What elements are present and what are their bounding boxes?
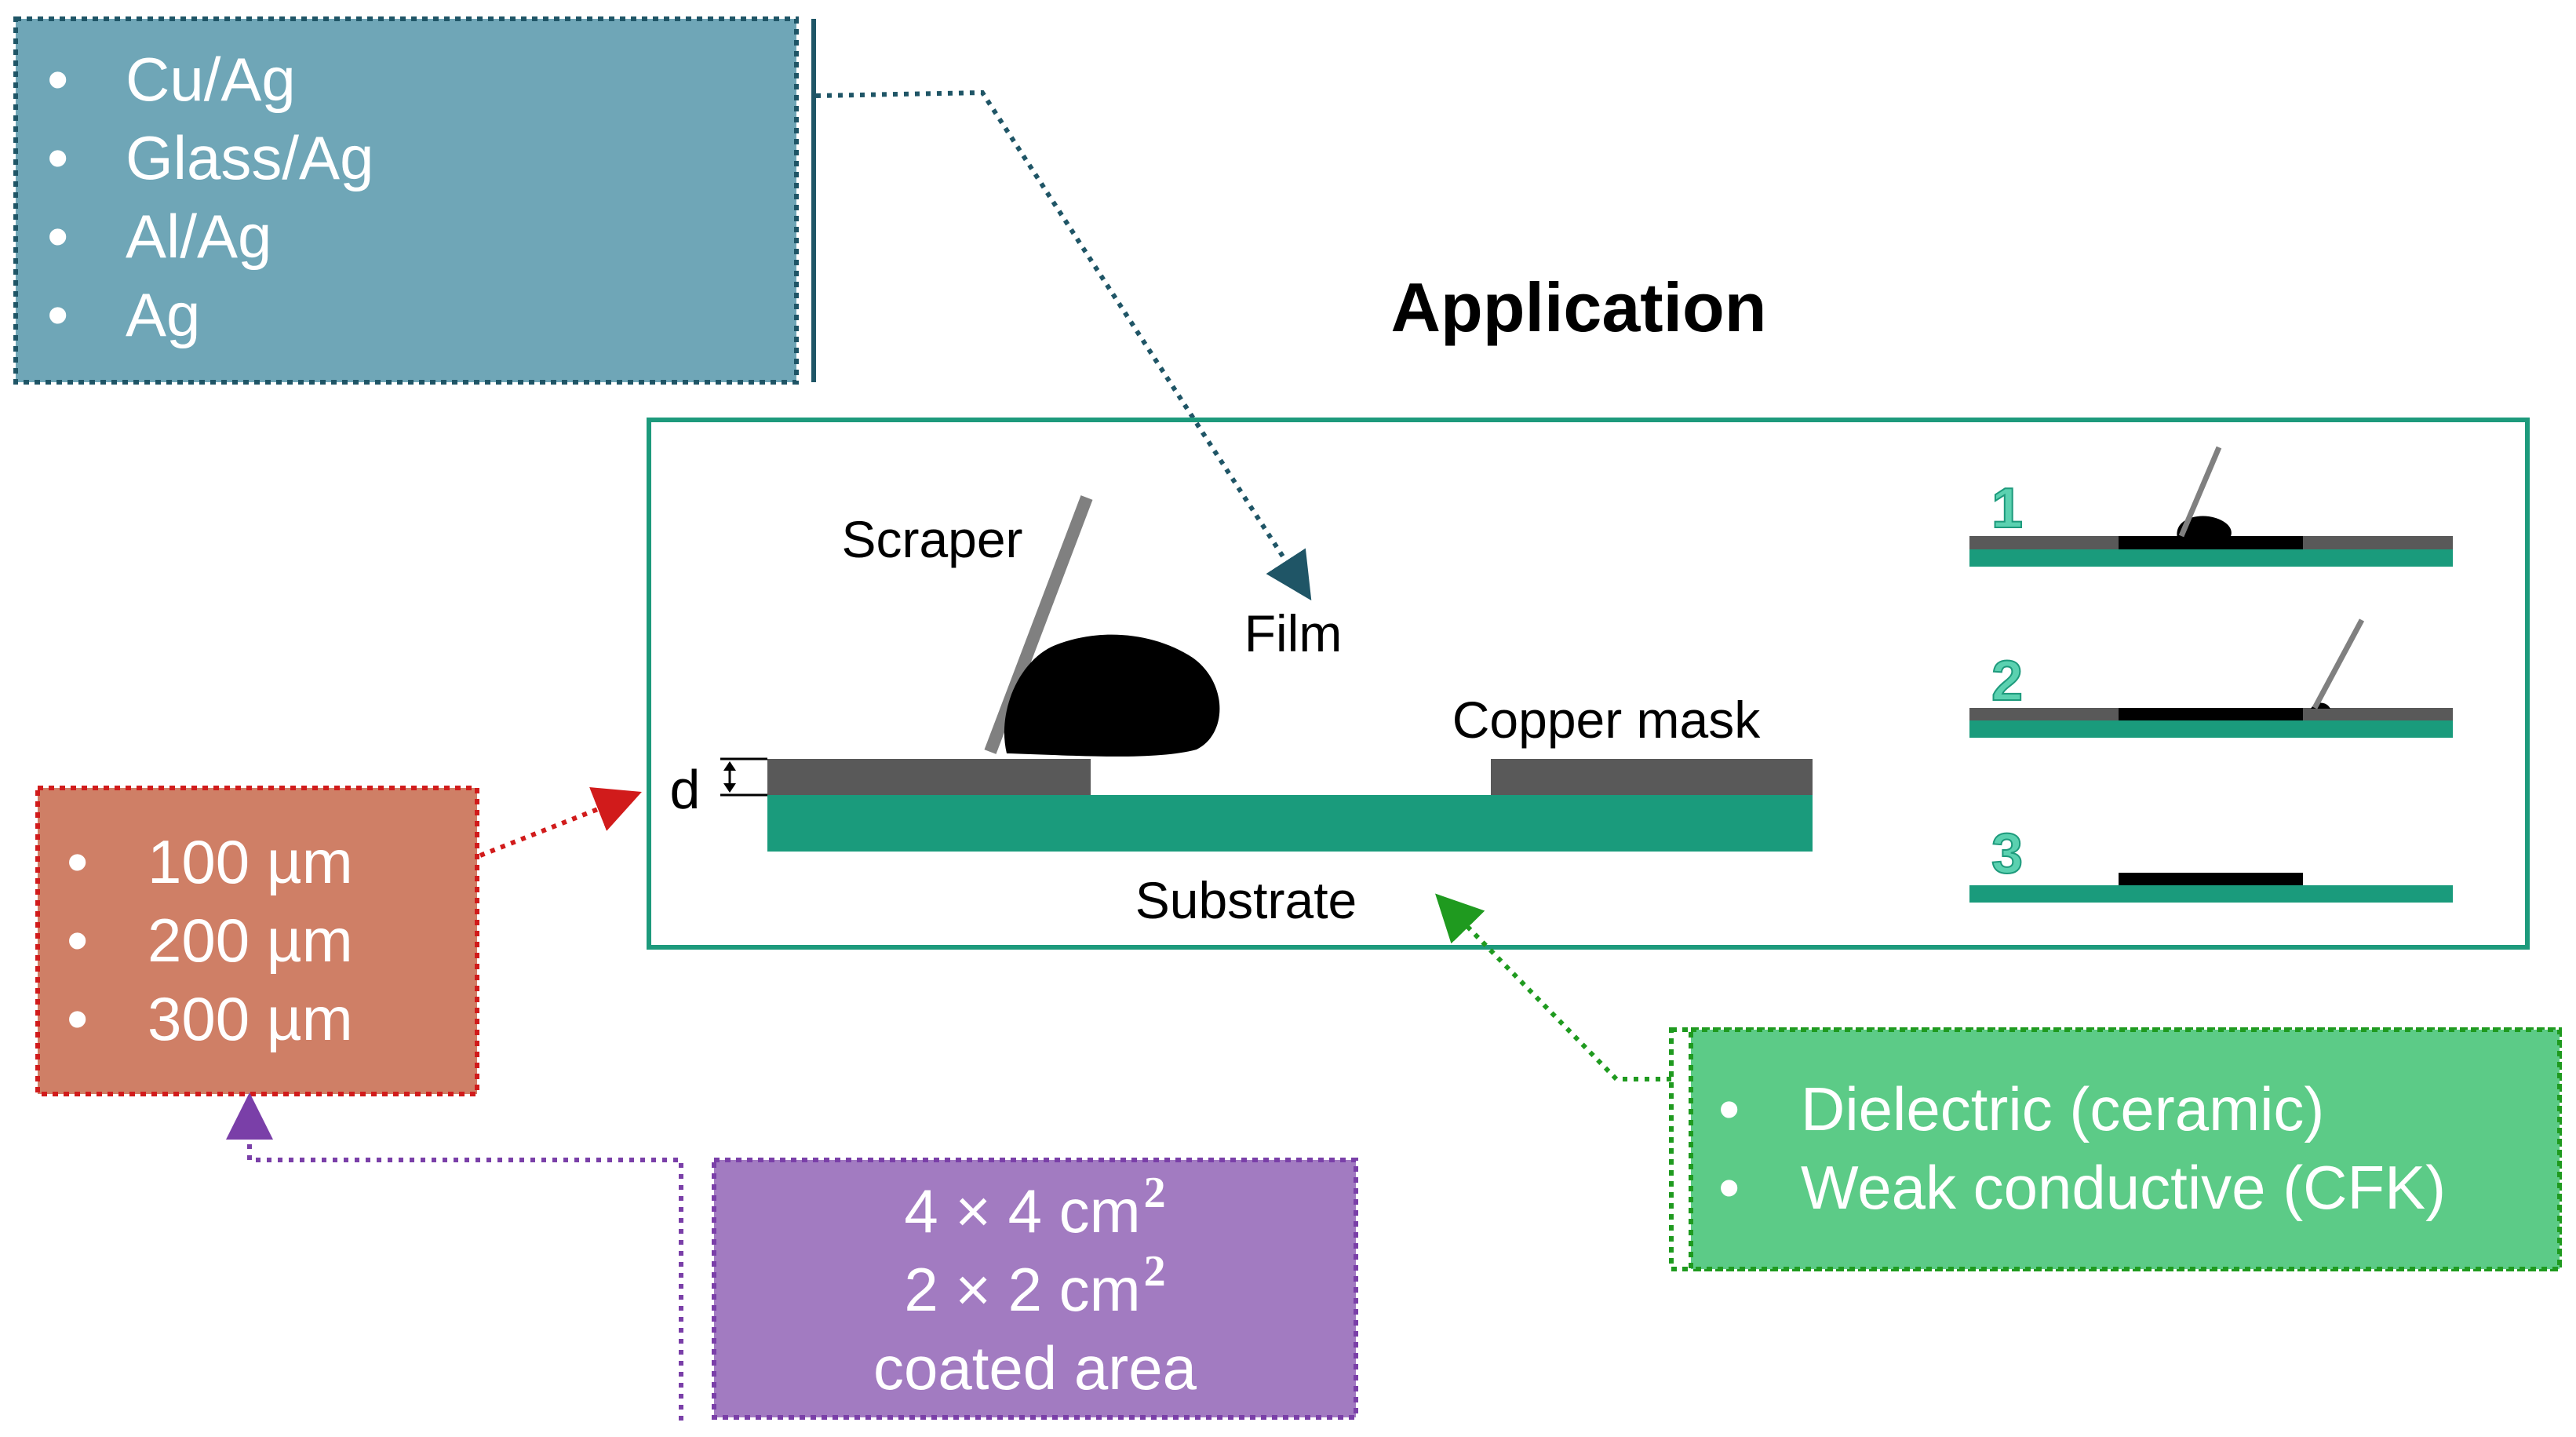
scraper-label: Scraper — [841, 510, 1022, 568]
step-2-sketch: 2 — [1969, 618, 2453, 738]
thickness-connector-arrow — [479, 787, 642, 858]
scraper-blade — [984, 495, 1093, 754]
bullet: • — [67, 984, 88, 1053]
film-item-al-ag: Al/Ag — [126, 202, 271, 271]
area-box-bg — [712, 1158, 1358, 1420]
substrate-item-dielectric: Dielectric (ceramic) — [1801, 1074, 2324, 1143]
thickness-box-bg — [35, 786, 479, 1096]
bullet: • — [1718, 1074, 1740, 1143]
bullet: • — [47, 280, 68, 349]
bullet: • — [1718, 1153, 1740, 1222]
film-item-glass-ag: Glass/Ag — [126, 123, 373, 192]
copper-mask-label: Copper mask — [1452, 691, 1761, 749]
gap-indicator — [720, 757, 767, 797]
substrate-item-weak-conductive: Weak conductive (CFK) — [1801, 1153, 2446, 1222]
coated-area-box: 4 × 4 cm2 2 × 2 cm2 coated area — [712, 1158, 1358, 1420]
area-connector-arrow — [226, 1092, 683, 1421]
copper-mask-left — [767, 759, 1091, 795]
bullet: • — [67, 827, 88, 896]
step-1-sketch: 1 — [1969, 446, 2453, 567]
substrate-layer — [767, 795, 1813, 852]
gap-label: d — [670, 759, 701, 820]
bullet: • — [67, 906, 88, 975]
step-3-sketch: 3 — [1969, 822, 2453, 903]
substrate-box-bg — [1689, 1027, 2562, 1271]
film-connector-arrow — [815, 89, 1312, 601]
bullet: • — [47, 123, 68, 192]
step-number: 1 — [1991, 477, 2023, 540]
bullet: • — [47, 45, 68, 114]
step-number: 3 — [1991, 822, 2023, 885]
thickness-100: 100 µm — [148, 827, 353, 896]
copper-mask-right — [1491, 759, 1813, 795]
step-number: 2 — [1991, 650, 2023, 713]
substrate-label: Substrate — [1135, 871, 1357, 929]
film-item-ag: Ag — [126, 280, 200, 349]
bullet: • — [47, 202, 68, 271]
thickness-300: 300 µm — [148, 984, 353, 1053]
film-box-bg — [13, 16, 799, 385]
diagram-title: Application — [1390, 268, 1766, 346]
area-line-2: 2 × 2 cm2 — [904, 1247, 1165, 1324]
substrate-connector-arrow — [1435, 893, 1671, 1081]
diagram-frame — [647, 418, 2530, 950]
film-label: Film — [1244, 604, 1343, 662]
area-line-1: 4 × 4 cm2 — [904, 1169, 1165, 1246]
thickness-box: • 100 µm • 200 µm • 300 µm — [35, 786, 479, 1096]
film-item-cu-ag: Cu/Ag — [126, 45, 296, 114]
area-line-3: coated area — [873, 1333, 1197, 1402]
substrate-types-box: • Dielectric (ceramic) • Weak conductive… — [1669, 1027, 2562, 1271]
paste-droplet — [1004, 634, 1220, 757]
thickness-200: 200 µm — [148, 906, 353, 975]
film-materials-box: • Cu/Ag • Glass/Ag • Al/Ag • Ag — [13, 16, 816, 385]
